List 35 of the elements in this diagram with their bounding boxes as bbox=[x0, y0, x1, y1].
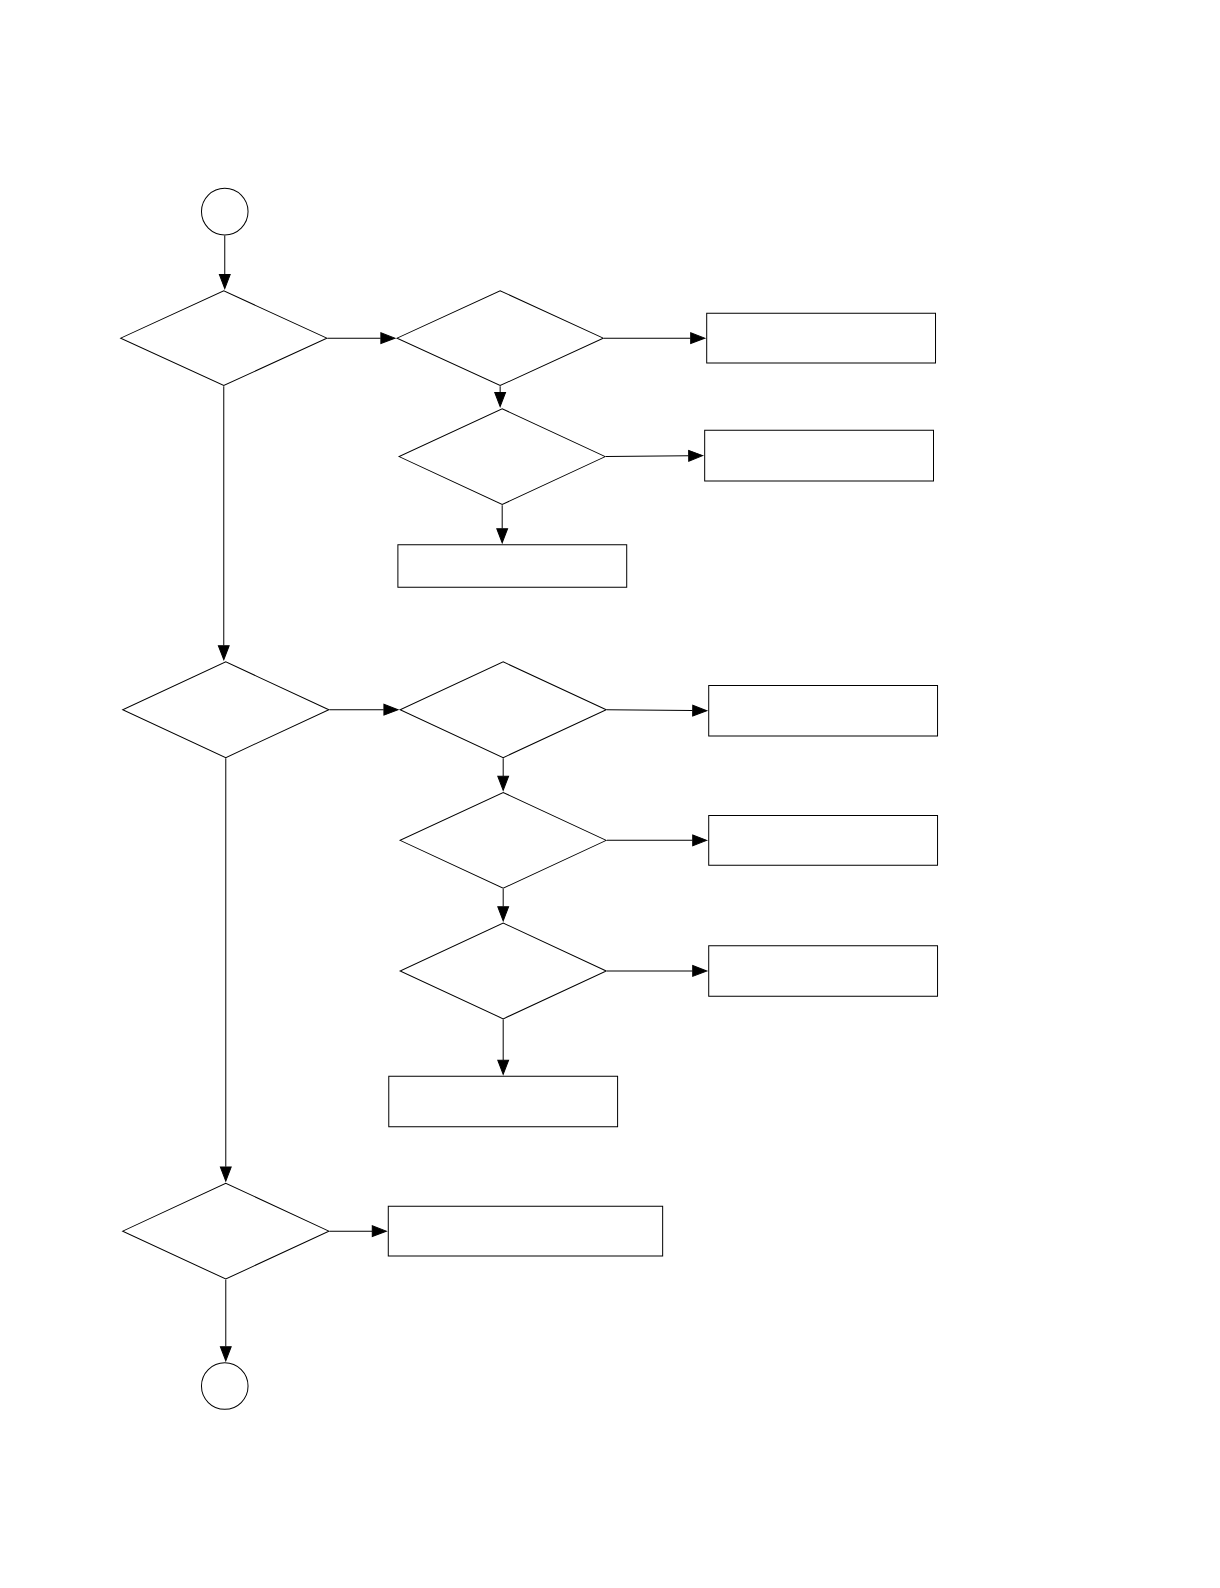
arrow bbox=[496, 504, 509, 544]
arrow bbox=[327, 332, 396, 345]
process-box bbox=[704, 429, 934, 482]
process-box bbox=[708, 684, 939, 737]
arrow bbox=[217, 385, 230, 661]
arrow bbox=[606, 965, 708, 977]
decision-diamond bbox=[399, 661, 607, 759]
decision-diamond bbox=[120, 290, 328, 387]
process-box bbox=[706, 312, 936, 364]
arrow bbox=[606, 704, 708, 717]
arrow bbox=[497, 888, 510, 922]
process-box bbox=[397, 544, 628, 588]
arrow bbox=[603, 332, 706, 345]
decision-diamond bbox=[396, 290, 604, 387]
arrow bbox=[494, 385, 507, 408]
process-box bbox=[387, 1205, 664, 1257]
decision-diamond bbox=[399, 791, 607, 889]
process-box bbox=[708, 815, 939, 866]
arrow bbox=[329, 703, 399, 716]
arrow bbox=[605, 449, 704, 462]
process-box bbox=[388, 1075, 619, 1128]
flow-circle bbox=[200, 187, 249, 236]
arrow bbox=[606, 834, 708, 847]
decision-diamond bbox=[398, 408, 606, 505]
arrow bbox=[219, 757, 232, 1182]
arrow bbox=[218, 234, 231, 290]
decision-diamond bbox=[399, 922, 607, 1020]
process-box bbox=[708, 945, 939, 997]
arrow bbox=[219, 1279, 232, 1362]
arrow bbox=[329, 1225, 387, 1238]
arrow bbox=[497, 757, 510, 791]
flow-circle bbox=[200, 1362, 249, 1410]
decision-diamond bbox=[122, 1182, 330, 1280]
arrow bbox=[497, 1019, 510, 1075]
decision-diamond bbox=[122, 661, 330, 759]
